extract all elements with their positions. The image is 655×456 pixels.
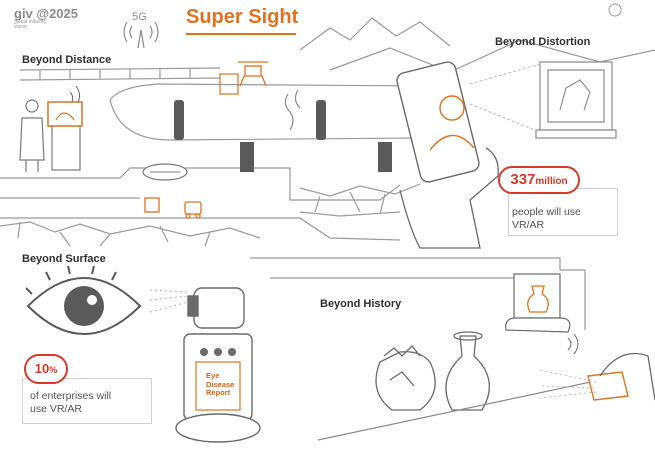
remote-screen-icon <box>47 101 83 127</box>
pillar-4 <box>378 142 392 172</box>
smoke-icon <box>284 89 301 131</box>
vr-users-unit: million <box>535 176 568 187</box>
section-beyond-history: Beyond History <box>320 298 402 310</box>
broken-vase-icon <box>375 345 436 411</box>
road-right-edge-2 <box>270 277 541 300</box>
report-line-3: Report <box>206 388 231 397</box>
road-lower-edge <box>0 217 401 241</box>
title-underline <box>186 33 296 35</box>
sun-icon <box>608 3 622 17</box>
mountains-right <box>329 39 655 73</box>
vr-users-caption-2: VR/AR <box>512 219 545 231</box>
vr-users-stat-box <box>508 188 618 236</box>
hand-icon <box>399 147 499 249</box>
report-line-2: Disease <box>206 379 235 389</box>
vr-users-stat-badge: 337million <box>498 166 580 194</box>
hologram-frame-icon <box>505 273 571 333</box>
bridge-bottom <box>109 99 421 141</box>
pipe-robot-icon <box>184 201 202 219</box>
bridge-top <box>109 83 421 101</box>
section-beyond-surface: Beyond Surface <box>22 253 106 265</box>
eye-icon <box>25 265 142 335</box>
network-label: 5G <box>132 11 147 23</box>
section-beyond-distance: Beyond Distance <box>22 54 112 66</box>
scan-beam <box>149 289 189 313</box>
mountains-left <box>299 17 451 51</box>
person-head-icon <box>599 352 655 401</box>
enterprise-caption-2: use VR/AR <box>30 403 82 415</box>
section-beyond-distortion: Beyond Distortion <box>495 36 591 48</box>
signal-waves-icon <box>69 85 81 103</box>
drone-photo-icon <box>219 73 239 95</box>
painting-icon <box>535 61 617 139</box>
drone-icon <box>238 61 268 87</box>
projector-icon <box>587 371 629 401</box>
enterprise-stat-box <box>22 378 152 424</box>
rail-top <box>19 67 221 71</box>
smartphone-icon <box>396 61 480 183</box>
report-paper-icon <box>195 361 241 411</box>
iris-icon <box>64 286 104 326</box>
pipe-photo-icon <box>144 197 160 213</box>
5g-tower-icon <box>123 21 159 49</box>
enterprise-caption-1: of enterprises will <box>30 390 112 402</box>
pillar-2 <box>316 100 326 140</box>
pillar-1 <box>174 100 184 140</box>
table-edge <box>317 379 601 441</box>
logo-subtitle: global industry vision <box>14 19 47 30</box>
logo: giv @2025 <box>14 6 78 21</box>
enterprise-unit: % <box>49 365 58 375</box>
rail-bottom <box>19 77 221 81</box>
vr-users-value: 337 <box>510 171 536 188</box>
pillar-3 <box>240 142 254 172</box>
road-right-edge-1 <box>250 257 586 330</box>
vr-users-caption-1: people will use <box>512 206 581 218</box>
road-upper-edge <box>0 167 401 201</box>
report-title: Eye Disease Report <box>206 371 235 398</box>
enterprise-value: 10 <box>34 361 50 376</box>
intact-vase-icon <box>445 331 490 411</box>
report-line-1: Eye <box>206 371 220 380</box>
page-title: Super Sight <box>186 6 299 28</box>
enterprise-stat-badge: 10% <box>24 354 68 384</box>
